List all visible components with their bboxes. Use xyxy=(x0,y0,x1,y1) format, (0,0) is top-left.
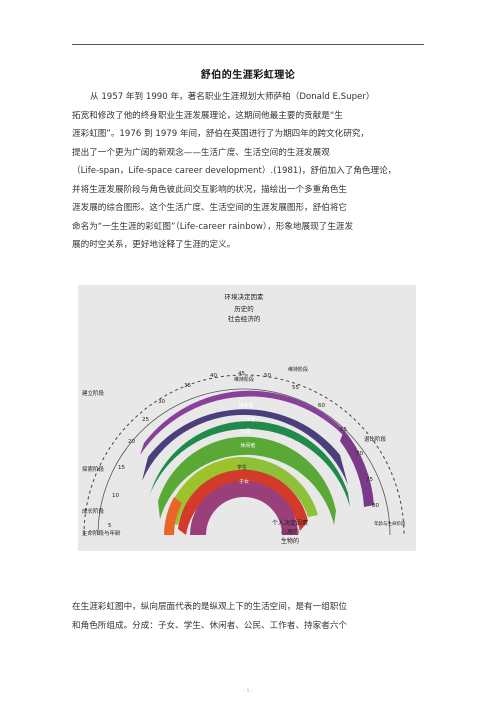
socioeconomic-label: 社会经济的 xyxy=(228,314,261,323)
role-label-citizen: 公民 xyxy=(241,429,251,435)
stage-decline: 退出阶段 xyxy=(364,435,387,443)
role-label-leisure: 休闲者 xyxy=(240,442,255,449)
age-tick: 35 xyxy=(184,383,191,389)
age-scale-arc xyxy=(97,388,391,536)
age-tick: 50 xyxy=(264,373,271,379)
paragraph-line: 在生涯彩虹图中，纵向层面代表的是纵观上下的生活空间，是有一组职位 xyxy=(72,602,348,612)
env-determinant-label: 环境决定因素 xyxy=(225,292,265,301)
role-label-child: 子女 xyxy=(239,478,249,485)
paragraph-2: 在生涯彩虹图中，纵向层面代表的是纵观上下的生活空间，是有一组职位 和角色所组成。… xyxy=(72,598,424,635)
biological-label: 生物的 xyxy=(281,537,299,545)
role-label-maintenance: 维持阶段 xyxy=(234,376,254,383)
age-tick: 20 xyxy=(128,439,135,445)
age-tick: 30 xyxy=(158,399,165,405)
paragraph-line: 提出了一个更为广阔的新观念——生活广度、生活空间的生涯发展观 xyxy=(72,147,330,158)
age-tick: 40 xyxy=(210,373,217,379)
paragraph-line: 命名为“一生生涯的彩虹图”（Life-career rainbow），形象地展现… xyxy=(72,221,354,232)
age-tick: 15 xyxy=(118,465,125,471)
stage-growth: 成长阶段 xyxy=(82,507,105,515)
age-tick: 80 xyxy=(372,503,379,509)
rainbow-diagram: 环境决定因素 历史的 社会经济的 维持阶段 持家者 工作者 公民 休闲者 学生 … xyxy=(82,292,406,545)
paragraph-line: 涯彩虹图”。1976 到 1979 年间，舒伯在英国进行了为期四年的跨文化研究， xyxy=(72,129,370,139)
band-homemaker xyxy=(140,390,358,455)
document-title: 舒伯的生涯彩虹理论 xyxy=(200,70,296,81)
age-tick: 10 xyxy=(112,493,119,499)
band-child-left xyxy=(164,497,182,535)
paragraph-line: 拓宽和修改了他的终身职业生涯发展理论，这期间他最主要的贡献是“生 xyxy=(72,110,343,121)
paragraph-line: 和角色所组成。分成：子女、学生、休闲者、公民、工作者、持家者六个 xyxy=(72,620,348,631)
career-rainbow-figure: 环境决定因素 历史的 社会经济的 维持阶段 持家者 工作者 公民 休闲者 学生 … xyxy=(78,285,416,551)
band-homemaker-tail xyxy=(340,430,374,507)
personal-determinant-label: 个人决定因素 xyxy=(272,519,308,527)
header-rule xyxy=(72,44,424,45)
age-tick: 75 xyxy=(366,477,373,483)
age-tick: 55 xyxy=(292,385,299,391)
age-tick: 65 xyxy=(340,427,347,433)
paragraph-1: 从 1957 年到 1990 年，著名职业生涯规划大师萨柏（Donald E.S… xyxy=(72,88,424,255)
stage-life-age-left: 生命阶段与年龄 xyxy=(82,529,121,537)
age-tick: 45 xyxy=(238,371,245,377)
paragraph-line: 展的时空关系，更好地诠释了生涯的定义。 xyxy=(72,240,236,250)
paragraph-line: 涯发展的综合图形。这个生活广度、生活空间的生涯发展图形，舒伯将它 xyxy=(72,203,348,213)
stage-exploration: 探索阶段 xyxy=(82,465,105,473)
age-tick: 60 xyxy=(318,403,325,409)
page-footer: - 1 - xyxy=(243,688,253,694)
age-tick: 70 xyxy=(356,451,363,457)
band-inner xyxy=(190,481,298,535)
historical-label: 历史的 xyxy=(234,304,254,313)
role-label-homemaker: 持家者 xyxy=(238,402,253,409)
paragraph-line: （Life-span，Life-space career development… xyxy=(72,166,397,176)
paragraph-line: 并将生涯发展阶段与角色彼此间交互影响的状况，描绘出一个多重角色生 xyxy=(72,184,348,195)
age-tick: 25 xyxy=(142,417,149,423)
paragraph-line: 从 1957 年到 1990 年，著名职业生涯规划大师萨柏（Donald E.S… xyxy=(90,92,375,102)
role-label-student: 学生 xyxy=(237,464,247,471)
stage-life-age-right: 年龄与生命阶段 xyxy=(374,520,406,527)
psychological-label: 心理的 xyxy=(281,528,299,536)
stage-establishment: 建立阶段 xyxy=(82,389,105,397)
age-tick: 5 xyxy=(108,523,112,529)
band-leisure xyxy=(158,436,336,525)
role-label-worker: 工作者 xyxy=(240,416,255,423)
band-child xyxy=(178,469,308,535)
stage-maintenance: 维持阶段 xyxy=(288,366,308,373)
